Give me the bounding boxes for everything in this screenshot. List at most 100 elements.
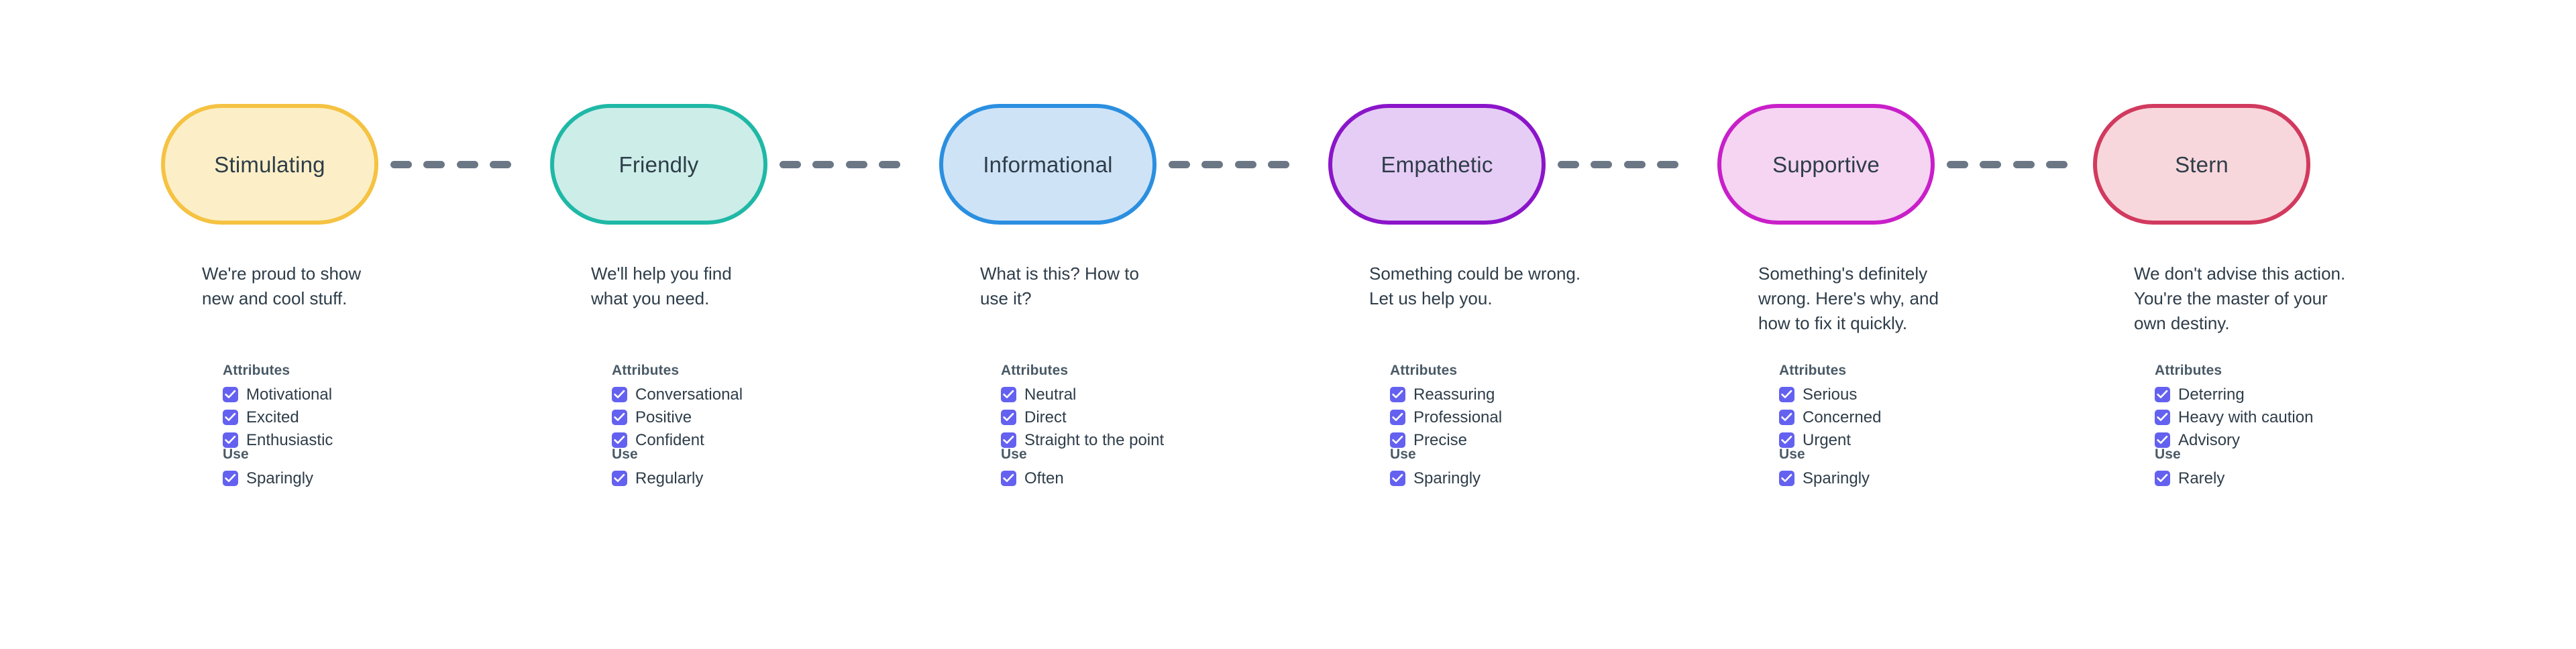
- group-title-use: Use: [612, 447, 638, 462]
- checkmark-icon[interactable]: [2155, 410, 2170, 425]
- checkbox-row[interactable]: Professional: [1390, 407, 1699, 428]
- checkbox-row[interactable]: Direct: [1001, 407, 1309, 428]
- tone-pill-row: Supportive: [1717, 104, 1935, 225]
- tone-pill-row: Informational: [939, 104, 1157, 225]
- checkmark-icon[interactable]: [223, 471, 238, 486]
- checkbox-row[interactable]: Often: [1001, 468, 1309, 489]
- checkmark-icon[interactable]: [612, 410, 627, 425]
- checkbox-label: Neutral: [1024, 385, 1077, 404]
- checkbox-row[interactable]: Confident: [612, 430, 920, 451]
- tone-pill[interactable]: Informational: [939, 104, 1157, 225]
- checkbox-row[interactable]: Conversational: [612, 384, 920, 405]
- checkmark-icon[interactable]: [1390, 432, 1405, 448]
- checkbox-row[interactable]: Sparingly: [1390, 468, 1699, 489]
- checkmark-icon[interactable]: [2155, 432, 2170, 448]
- checkbox-row[interactable]: Neutral: [1001, 384, 1309, 405]
- checkbox-label: Often: [1024, 469, 1064, 487]
- checkbox-label: Reassuring: [1413, 385, 1495, 404]
- tone-pill[interactable]: Empathetic: [1328, 104, 1546, 225]
- checkbox-label: Direct: [1024, 408, 1067, 426]
- checkmark-icon[interactable]: [223, 410, 238, 425]
- checkmark-icon[interactable]: [612, 432, 627, 448]
- checkmark-icon[interactable]: [1779, 471, 1794, 486]
- group-title-attributes: Attributes: [1001, 363, 1069, 378]
- checkbox-row[interactable]: Urgent: [1779, 430, 2088, 451]
- connector-dash: [780, 160, 801, 168]
- tone-description: Something could be wrong. Let us help yo…: [1369, 263, 1581, 308]
- checkbox-row[interactable]: Rarely: [2155, 468, 2463, 489]
- group-title-use: Use: [223, 447, 249, 462]
- tone-pill-label: Stern: [2175, 152, 2229, 177]
- tone-description: We're proud to show new and cool stuff.: [202, 263, 362, 308]
- checkmark-icon[interactable]: [1390, 471, 1405, 486]
- checkbox-row[interactable]: Deterring: [2155, 384, 2463, 405]
- tone-pill[interactable]: Supportive: [1717, 104, 1935, 225]
- tone-pill-label: Empathetic: [1381, 152, 1493, 177]
- tone-column: Stern We don't advise this action. You're…: [2080, 0, 2469, 649]
- connector-dash: [2045, 160, 2068, 168]
- checkmark-icon[interactable]: [1390, 387, 1405, 402]
- checkbox-row[interactable]: Heavy with caution: [2155, 407, 2463, 428]
- group-title-use: Use: [1001, 447, 1027, 462]
- tone-pill[interactable]: Stern: [2093, 104, 2310, 225]
- group-title-attributes: Attributes: [1779, 363, 1847, 378]
- tone-pill-label: Friendly: [619, 152, 699, 177]
- checkmark-icon[interactable]: [1001, 471, 1016, 486]
- checkbox-label: Positive: [635, 408, 692, 426]
- checkbox-row[interactable]: Regularly: [612, 468, 920, 489]
- checkbox-row[interactable]: Motivational: [223, 384, 531, 405]
- checkmark-icon[interactable]: [2155, 387, 2170, 402]
- checkmark-icon[interactable]: [1001, 387, 1016, 402]
- group-title-use: Use: [1390, 447, 1416, 462]
- checkmark-icon[interactable]: [2155, 471, 2170, 486]
- checkbox-label: Professional: [1413, 408, 1503, 426]
- dashed-connector: [1947, 160, 2068, 169]
- checkbox-label: Advisory: [2178, 430, 2241, 449]
- connector-dash: [1234, 160, 1256, 168]
- checkbox-row[interactable]: Concerned: [1779, 407, 2088, 428]
- connector-dash: [1201, 160, 1224, 168]
- checkmark-icon[interactable]: [223, 387, 238, 402]
- checkbox-row[interactable]: Sparingly: [1779, 468, 2088, 489]
- tone-pill-row: Friendly: [550, 104, 767, 225]
- checkmark-icon[interactable]: [612, 471, 627, 486]
- checkbox-label: Regularly: [635, 469, 704, 487]
- dashed-connector: [780, 160, 900, 169]
- checkmark-icon[interactable]: [1779, 432, 1794, 448]
- connector-dash: [812, 160, 835, 168]
- checkmark-icon[interactable]: [223, 432, 238, 448]
- checkbox-label: Confident: [635, 430, 704, 449]
- checkbox-row[interactable]: Reassuring: [1390, 384, 1699, 405]
- tone-pill[interactable]: Friendly: [550, 104, 767, 225]
- checkmark-icon[interactable]: [1001, 432, 1016, 448]
- checkbox-label: Conversational: [635, 385, 743, 404]
- checkbox-row[interactable]: Straight to the point: [1001, 430, 1309, 451]
- checkbox-row[interactable]: Precise: [1390, 430, 1699, 451]
- checkmark-icon[interactable]: [612, 387, 627, 402]
- checkbox-row[interactable]: Serious: [1779, 384, 2088, 405]
- checkbox-row[interactable]: Sparingly: [223, 468, 531, 489]
- checkmark-icon[interactable]: [1779, 410, 1794, 425]
- tone-pill-label: Informational: [983, 152, 1113, 177]
- connector-dash: [1623, 160, 1646, 168]
- connector-dash: [1267, 160, 1289, 168]
- checkbox-row[interactable]: Excited: [223, 407, 531, 428]
- tone-description: We don't advise this action. You're the …: [2134, 263, 2346, 333]
- checkbox-row[interactable]: Enthusiastic: [223, 430, 531, 451]
- checkbox-row[interactable]: Advisory: [2155, 430, 2463, 451]
- checkbox-label: Sparingly: [246, 469, 314, 487]
- checkbox-row[interactable]: Positive: [612, 407, 920, 428]
- tone-pill[interactable]: Stimulating: [161, 104, 378, 225]
- checkmark-icon[interactable]: [1779, 387, 1794, 402]
- dashed-connector: [1169, 160, 1289, 169]
- checkmark-icon[interactable]: [1390, 410, 1405, 425]
- checkbox-label: Deterring: [2178, 385, 2245, 404]
- checkmark-icon[interactable]: [1001, 410, 1016, 425]
